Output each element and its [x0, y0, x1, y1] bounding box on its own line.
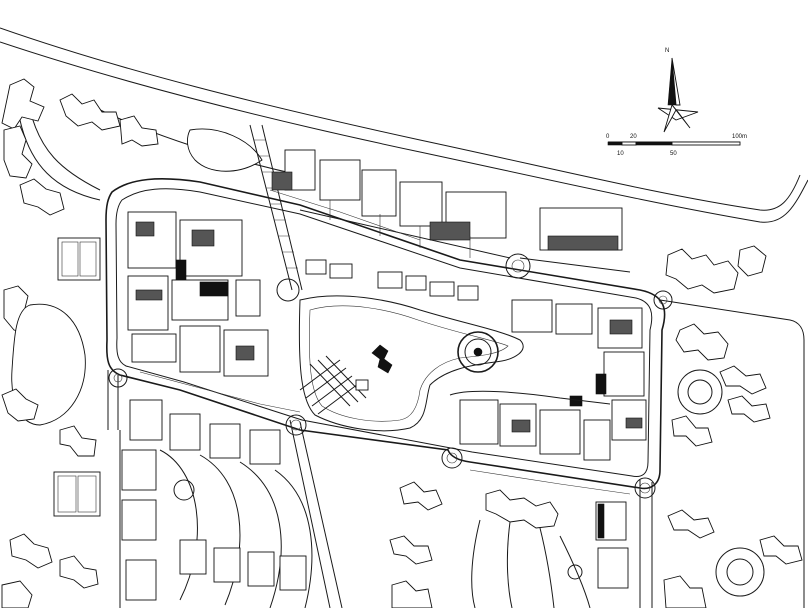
- east-neighborhood: [663, 323, 803, 608]
- north-compass: N: [657, 48, 699, 133]
- villa-row: [305, 259, 479, 301]
- scale-bar: 0 20 100m 10 50: [606, 134, 747, 157]
- street-trees: [139, 189, 631, 495]
- central-lake: [298, 295, 524, 432]
- compass-north-label: N: [665, 48, 669, 54]
- north-residential-row: [271, 149, 631, 273]
- south-neighborhood: [389, 481, 629, 608]
- promenade-bridge: [249, 124, 303, 291]
- outer-roads: [19, 109, 805, 608]
- leaf-garden: [187, 128, 263, 172]
- scale-label-0: 0: [606, 134, 610, 140]
- east-residential-block: [449, 299, 647, 461]
- scale-label-20: 20: [630, 134, 637, 140]
- roundabouts: [108, 253, 673, 499]
- southwest-neighborhood: [121, 399, 313, 608]
- scale-label-100m: 100m: [732, 134, 747, 140]
- west-neighborhood: [1, 78, 159, 608]
- northeast-cluster: [665, 245, 767, 294]
- west-residential-block: [127, 211, 269, 377]
- scale-label-10: 10: [617, 151, 624, 157]
- sport-courts: [53, 237, 101, 517]
- scale-label-50: 50: [670, 151, 677, 157]
- deck-grid: [299, 355, 369, 415]
